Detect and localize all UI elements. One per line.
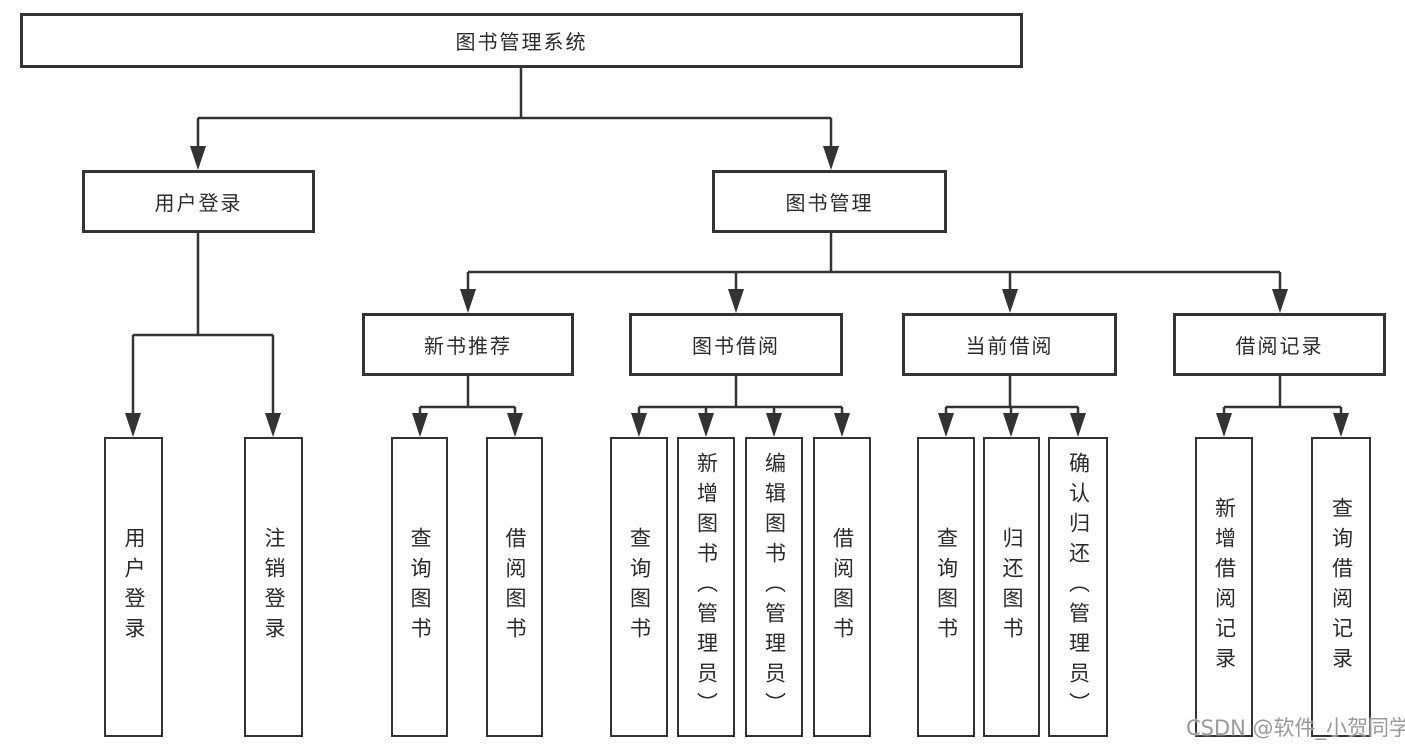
node-label: 查询图书 xyxy=(408,527,432,647)
node-book-management: 图书管理 xyxy=(712,170,947,233)
arrow-icon xyxy=(766,413,782,437)
node-label: 归还图书 xyxy=(1000,527,1024,647)
node-label: 注销登录 xyxy=(262,527,286,647)
node-book-management-system: 图书管理系统 xyxy=(20,13,1023,68)
node-label: 当前借阅 xyxy=(965,334,1054,358)
leaf-user-login-action: 用户登录 xyxy=(104,437,163,737)
connector-current-borrowing xyxy=(944,376,1080,415)
node-borrowing-records: 借阅记录 xyxy=(1173,313,1386,376)
connector-root xyxy=(196,68,833,148)
node-label: 编辑图书（管理员） xyxy=(762,452,787,722)
arrow-icon xyxy=(631,413,647,437)
node-current-borrowing: 当前借阅 xyxy=(902,313,1117,376)
leaf-add-borrow-record: 新增借阅记录 xyxy=(1195,437,1253,737)
arrow-icon xyxy=(507,413,523,437)
node-label: 借阅图书 xyxy=(830,527,855,647)
arrow-icon xyxy=(938,413,954,437)
node-user-login: 用户登录 xyxy=(82,170,315,233)
connector-borrowing-records xyxy=(1222,376,1343,415)
arrow-icon xyxy=(728,289,744,313)
node-label: 借阅记录 xyxy=(1235,334,1324,358)
node-new-book-recommendation: 新书推荐 xyxy=(362,313,574,376)
node-label: 用户登录 xyxy=(122,527,146,647)
arrow-icon xyxy=(125,413,141,437)
connector-book-borrowing xyxy=(637,376,844,415)
csdn-watermark: CSDN @软件_小贺同学 xyxy=(1186,716,1405,740)
leaf-confirm-return-admin: 确认归还（管理员） xyxy=(1048,437,1108,737)
node-book-borrowing: 图书借阅 xyxy=(629,313,843,376)
arrow-icon xyxy=(412,413,428,437)
connector-user-login xyxy=(131,233,275,415)
node-label: 新增借阅记录 xyxy=(1212,497,1237,677)
connector-paths xyxy=(131,68,1343,415)
leaf-query-books-under-new-book: 查询图书 xyxy=(391,437,448,737)
node-label: 图书管理 xyxy=(785,191,874,215)
leaf-add-books-admin: 新增图书（管理员） xyxy=(677,437,735,737)
arrow-icon xyxy=(1002,289,1018,313)
node-label: 图书管理系统 xyxy=(455,30,588,54)
connector-new-book xyxy=(418,376,517,415)
node-label: 新增图书（管理员） xyxy=(694,452,719,722)
arrow-icon xyxy=(460,289,476,313)
leaf-borrow-books-under-borrowing: 借阅图书 xyxy=(813,437,871,737)
arrow-icon xyxy=(698,413,714,437)
arrow-icon xyxy=(823,146,839,170)
arrow-icon xyxy=(1333,413,1349,437)
leaf-query-borrow-record: 查询借阅记录 xyxy=(1311,437,1371,737)
arrow-icon xyxy=(1003,413,1019,437)
arrow-icon xyxy=(265,413,281,437)
leaf-edit-books-admin: 编辑图书（管理员） xyxy=(745,437,803,737)
node-label: 用户登录 xyxy=(154,191,243,215)
connector-book-management xyxy=(466,233,1282,291)
leaf-borrow-books-under-new-book: 借阅图书 xyxy=(486,437,543,737)
arrow-icon xyxy=(1070,413,1086,437)
leaf-query-books-under-current: 查询图书 xyxy=(917,437,975,737)
node-label: 查询图书 xyxy=(934,527,959,647)
node-label: 查询借阅记录 xyxy=(1329,497,1354,677)
arrow-icon xyxy=(834,413,850,437)
node-label: 查询图书 xyxy=(627,527,652,647)
leaf-query-books-under-borrowing: 查询图书 xyxy=(610,437,668,737)
node-label: 确认归还（管理员） xyxy=(1066,452,1091,722)
node-label: 图书借阅 xyxy=(692,334,780,358)
leaf-logout-action: 注销登录 xyxy=(244,437,303,737)
arrow-icon xyxy=(190,146,206,170)
node-label: 新书推荐 xyxy=(424,334,512,358)
arrow-icon xyxy=(1272,289,1288,313)
arrowheads xyxy=(125,146,1349,437)
arrow-icon xyxy=(1216,413,1232,437)
node-label: 借阅图书 xyxy=(503,527,527,647)
leaf-return-books: 归还图书 xyxy=(983,437,1040,737)
